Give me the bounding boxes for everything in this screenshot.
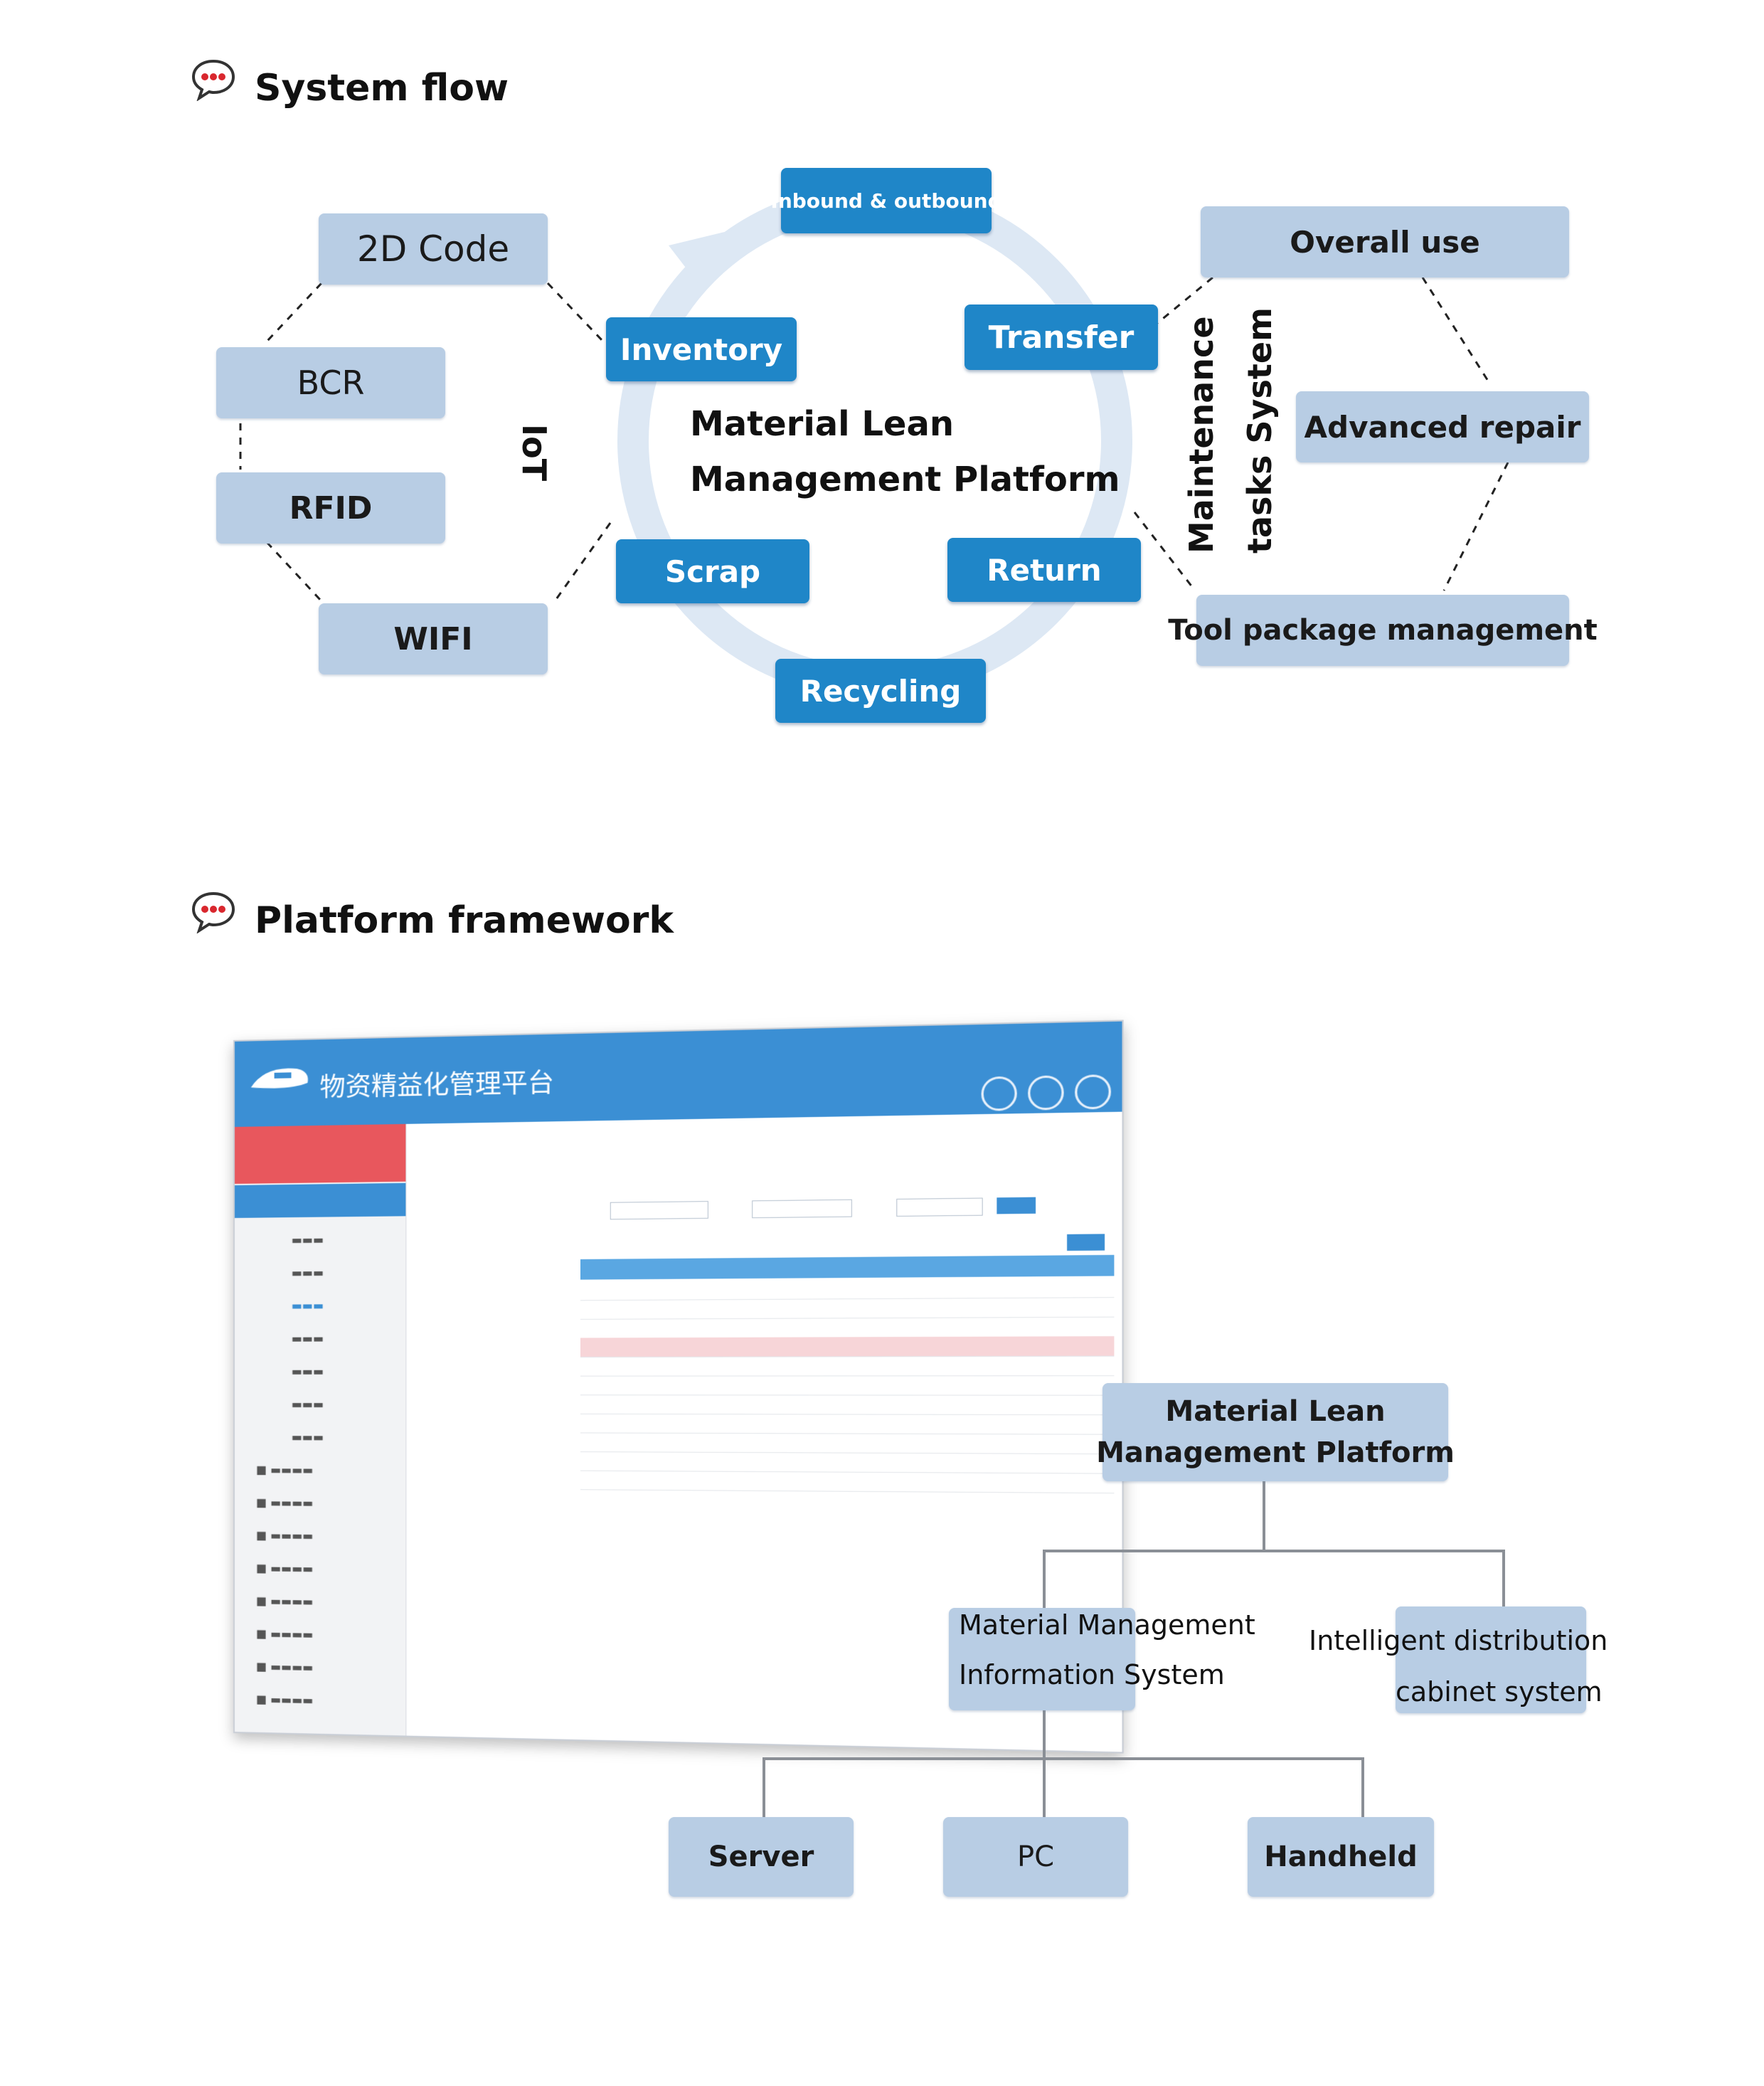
screenshot-table-row <box>580 1336 1115 1358</box>
screenshot-nav-item: ▬▬▬ <box>291 1331 324 1345</box>
screenshot-table-row <box>580 1413 1115 1435</box>
screenshot-menu-active <box>234 1182 406 1218</box>
tree-connector <box>1502 1550 1505 1606</box>
app-screenshot: 物资精益化管理平台 ▬▬▬ ▬▬▬ ▬▬▬ ▬▬▬ ▬▬▬ ▬▬▬ ▬▬▬ ■ … <box>233 1020 1124 1754</box>
tree-connector <box>1263 1481 1265 1551</box>
cycle-inventory: Inventory <box>606 317 797 381</box>
tree-root-line2: Management Platform <box>1096 1436 1455 1469</box>
cycle-transfer: Transfer <box>965 305 1158 370</box>
tree-leaf-server: Server <box>669 1817 854 1897</box>
cycle-return: Return <box>947 538 1141 602</box>
tree-cabinet-line1: Intelligent distribution <box>1309 1625 1608 1656</box>
speech-bubble-icon <box>191 891 235 933</box>
maintenance-label-line2: tasks System <box>1240 307 1279 554</box>
screenshot-nav-item: ▬▬▬ <box>291 1265 324 1280</box>
screenshot-nav-group: ■ ▬▬▬▬ <box>255 1528 314 1543</box>
tree-cabinet-line2: cabinet system <box>1396 1676 1603 1708</box>
tree-connector <box>763 1757 765 1817</box>
screenshot-nav-group: ■ ▬▬▬▬ <box>255 1659 314 1675</box>
screenshot-nav-group: ■ ▬▬▬▬ <box>255 1495 314 1510</box>
section-title-platform-framework: Platform framework <box>255 899 674 942</box>
tree-connector <box>1361 1757 1364 1817</box>
screenshot-nav-item: ▬▬▬ <box>291 1232 324 1247</box>
tree-cabinet-node <box>1396 1606 1586 1713</box>
screenshot-filter-field <box>610 1201 708 1220</box>
screenshot-header: 物资精益化管理平台 <box>234 1021 1122 1127</box>
tree-leaf-pc: PC <box>943 1817 1128 1897</box>
screenshot-nav-group: ■ ▬▬▬▬ <box>255 1692 314 1708</box>
screenshot-table-header <box>580 1254 1115 1280</box>
tree-connector <box>763 1757 1364 1760</box>
maintenance-item-advanced-repair: Advanced repair <box>1296 391 1589 462</box>
screenshot-filter-field <box>896 1197 983 1217</box>
tree-connector <box>1043 1550 1505 1552</box>
center-title-line2: Management Platform <box>690 460 1120 499</box>
screenshot-user-panel <box>234 1123 406 1184</box>
cycle-scrap: Scrap <box>616 539 809 603</box>
section-title-system-flow: System flow <box>255 67 509 110</box>
screenshot-nav-item: ▬▬▬ <box>291 1430 324 1444</box>
center-title-line1: Material Lean <box>690 404 955 444</box>
screenshot-header-button <box>1028 1075 1064 1111</box>
iot-item-wifi: WIFI <box>319 603 548 674</box>
screenshot-nav-group: ■ ▬▬▬▬ <box>255 1463 314 1477</box>
tree-connector <box>1043 1550 1046 1621</box>
screenshot-search-button <box>997 1197 1036 1214</box>
maintenance-item-overall-use: Overall use <box>1201 206 1569 277</box>
maintenance-item-tool-package: Tool package management <box>1168 595 1598 666</box>
screenshot-table-row <box>580 1394 1115 1416</box>
iot-item-2d-code: 2D Code <box>319 213 548 285</box>
maintenance-label-line1: Maintenance <box>1182 316 1221 554</box>
tree-mmis-line2: Information System <box>959 1659 1225 1690</box>
screenshot-table-row <box>580 1375 1115 1396</box>
tree-root-node: Material Lean Management Platform <box>1096 1383 1455 1481</box>
tree-leaf-handheld: Handheld <box>1248 1817 1434 1897</box>
iot-item-bcr: BCR <box>216 347 445 418</box>
iot-label: IoT <box>515 424 553 482</box>
tree-mmis-line1: Material Management <box>959 1609 1255 1641</box>
screenshot-nav-item: ▬▬▬ <box>291 1364 324 1378</box>
screenshot-nav-group: ■ ▬▬▬▬ <box>255 1626 314 1641</box>
cycle-inbound-outbound: Inbound & outbound <box>770 168 1002 233</box>
tree-root-line1: Material Lean <box>1165 1395 1386 1428</box>
screenshot-header-button <box>981 1076 1017 1111</box>
screenshot-table-row <box>580 1355 1115 1377</box>
tree-mmis-node <box>949 1608 1135 1710</box>
screenshot-nav-group: ■ ▬▬▬▬ <box>255 1561 314 1576</box>
iot-item-rfid: RFID <box>216 472 445 544</box>
cycle-recycling: Recycling <box>775 659 986 723</box>
screenshot-table-row <box>580 1316 1115 1339</box>
screenshot-table-row <box>580 1470 1115 1494</box>
screenshot-app-title: 物资精益化管理平台 <box>319 1068 555 1103</box>
screenshot-add-button <box>1067 1234 1105 1251</box>
speech-bubble-icon <box>191 59 235 101</box>
screenshot-nav-group: ■ ▬▬▬▬ <box>255 1594 314 1609</box>
screenshot-nav-item: ▬▬▬ <box>291 1397 324 1412</box>
screenshot-header-button <box>1075 1074 1111 1110</box>
screenshot-nav-item: ▬▬▬ <box>291 1298 324 1313</box>
screenshot-sidebar: ▬▬▬ ▬▬▬ ▬▬▬ ▬▬▬ ▬▬▬ ▬▬▬ ▬▬▬ ■ ▬▬▬▬ ■ ▬▬▬… <box>234 1123 407 1736</box>
screenshot-filter-field <box>752 1199 852 1219</box>
train-logo-icon <box>250 1068 308 1089</box>
tree-connector <box>1043 1710 1046 1817</box>
